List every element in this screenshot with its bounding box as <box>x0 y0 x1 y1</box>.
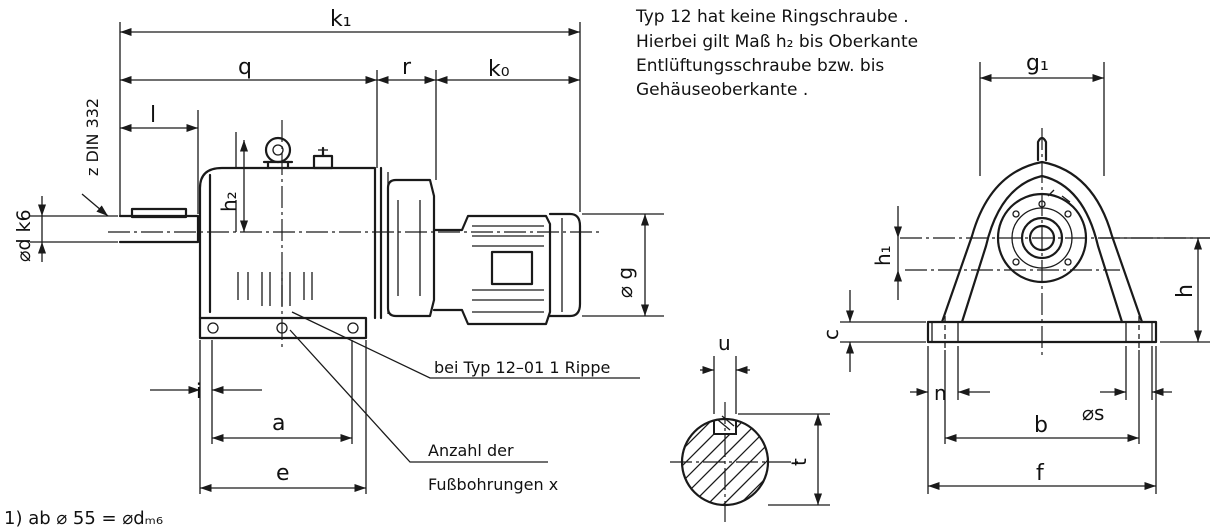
side-view <box>30 22 664 494</box>
front-foot <box>926 320 1158 344</box>
label-l: l <box>150 103 156 128</box>
front-view <box>840 62 1210 494</box>
shaft-key <box>130 207 188 219</box>
label-h2: h₂ <box>217 191 241 212</box>
shaft-section <box>670 356 830 522</box>
label-u: u <box>718 331 731 355</box>
housing-ribs <box>237 272 313 306</box>
label-k0: k₀ <box>488 57 510 82</box>
label-r: r <box>402 55 412 80</box>
label-e: e <box>276 461 290 486</box>
label-h: h <box>1173 284 1198 298</box>
label-g1: g₁ <box>1026 51 1049 76</box>
leader-center-hole <box>81 193 109 217</box>
leader-bores <box>289 329 548 463</box>
label-footnote: 1) ab ⌀ 55 = ⌀dₘ₆ <box>4 508 163 529</box>
leader-rib <box>291 311 640 379</box>
motor <box>432 212 582 326</box>
gearbox-foot <box>198 316 368 340</box>
label-rib-note: bei Typ 12–01 1 Rippe <box>434 358 610 377</box>
label-s: ⌀s <box>1082 401 1104 425</box>
label-h1: h₁ <box>871 245 895 266</box>
label-q: q <box>238 55 252 80</box>
label-t: t <box>787 458 811 466</box>
label-a: a <box>272 411 285 436</box>
label-b: b <box>1034 413 1048 438</box>
label-f: f <box>1036 461 1045 486</box>
label-k1: k₁ <box>330 7 352 32</box>
output-shaft <box>118 214 200 244</box>
note-line-1: Typ 12 hat keine Ringschraube . <box>635 7 909 27</box>
label-i: i <box>196 379 202 403</box>
label-n: n <box>934 381 947 405</box>
gearbox-housing <box>198 166 377 320</box>
label-z-din: z DIN 332 <box>83 98 102 176</box>
label-c: c <box>819 329 843 340</box>
vent-screw <box>312 146 334 170</box>
adapter-flange <box>386 178 436 318</box>
label-bore-count-2: Fußbohrungen x <box>428 475 558 494</box>
ring-screw <box>262 136 294 170</box>
label-bore-count-1: Anzahl der <box>428 441 514 460</box>
note-block: Typ 12 hat keine Ringschraube . Hierbei … <box>635 7 918 100</box>
note-line-3: Entlüftungsschraube bzw. bis <box>636 56 884 76</box>
label-d-k6: ⌀d k6 <box>13 209 35 262</box>
note-line-2: Hierbei gilt Maß h₂ bis Oberkante <box>636 32 918 52</box>
label-g: ⌀ g <box>613 267 637 298</box>
note-line-4: Gehäuseoberkante . <box>636 80 808 100</box>
